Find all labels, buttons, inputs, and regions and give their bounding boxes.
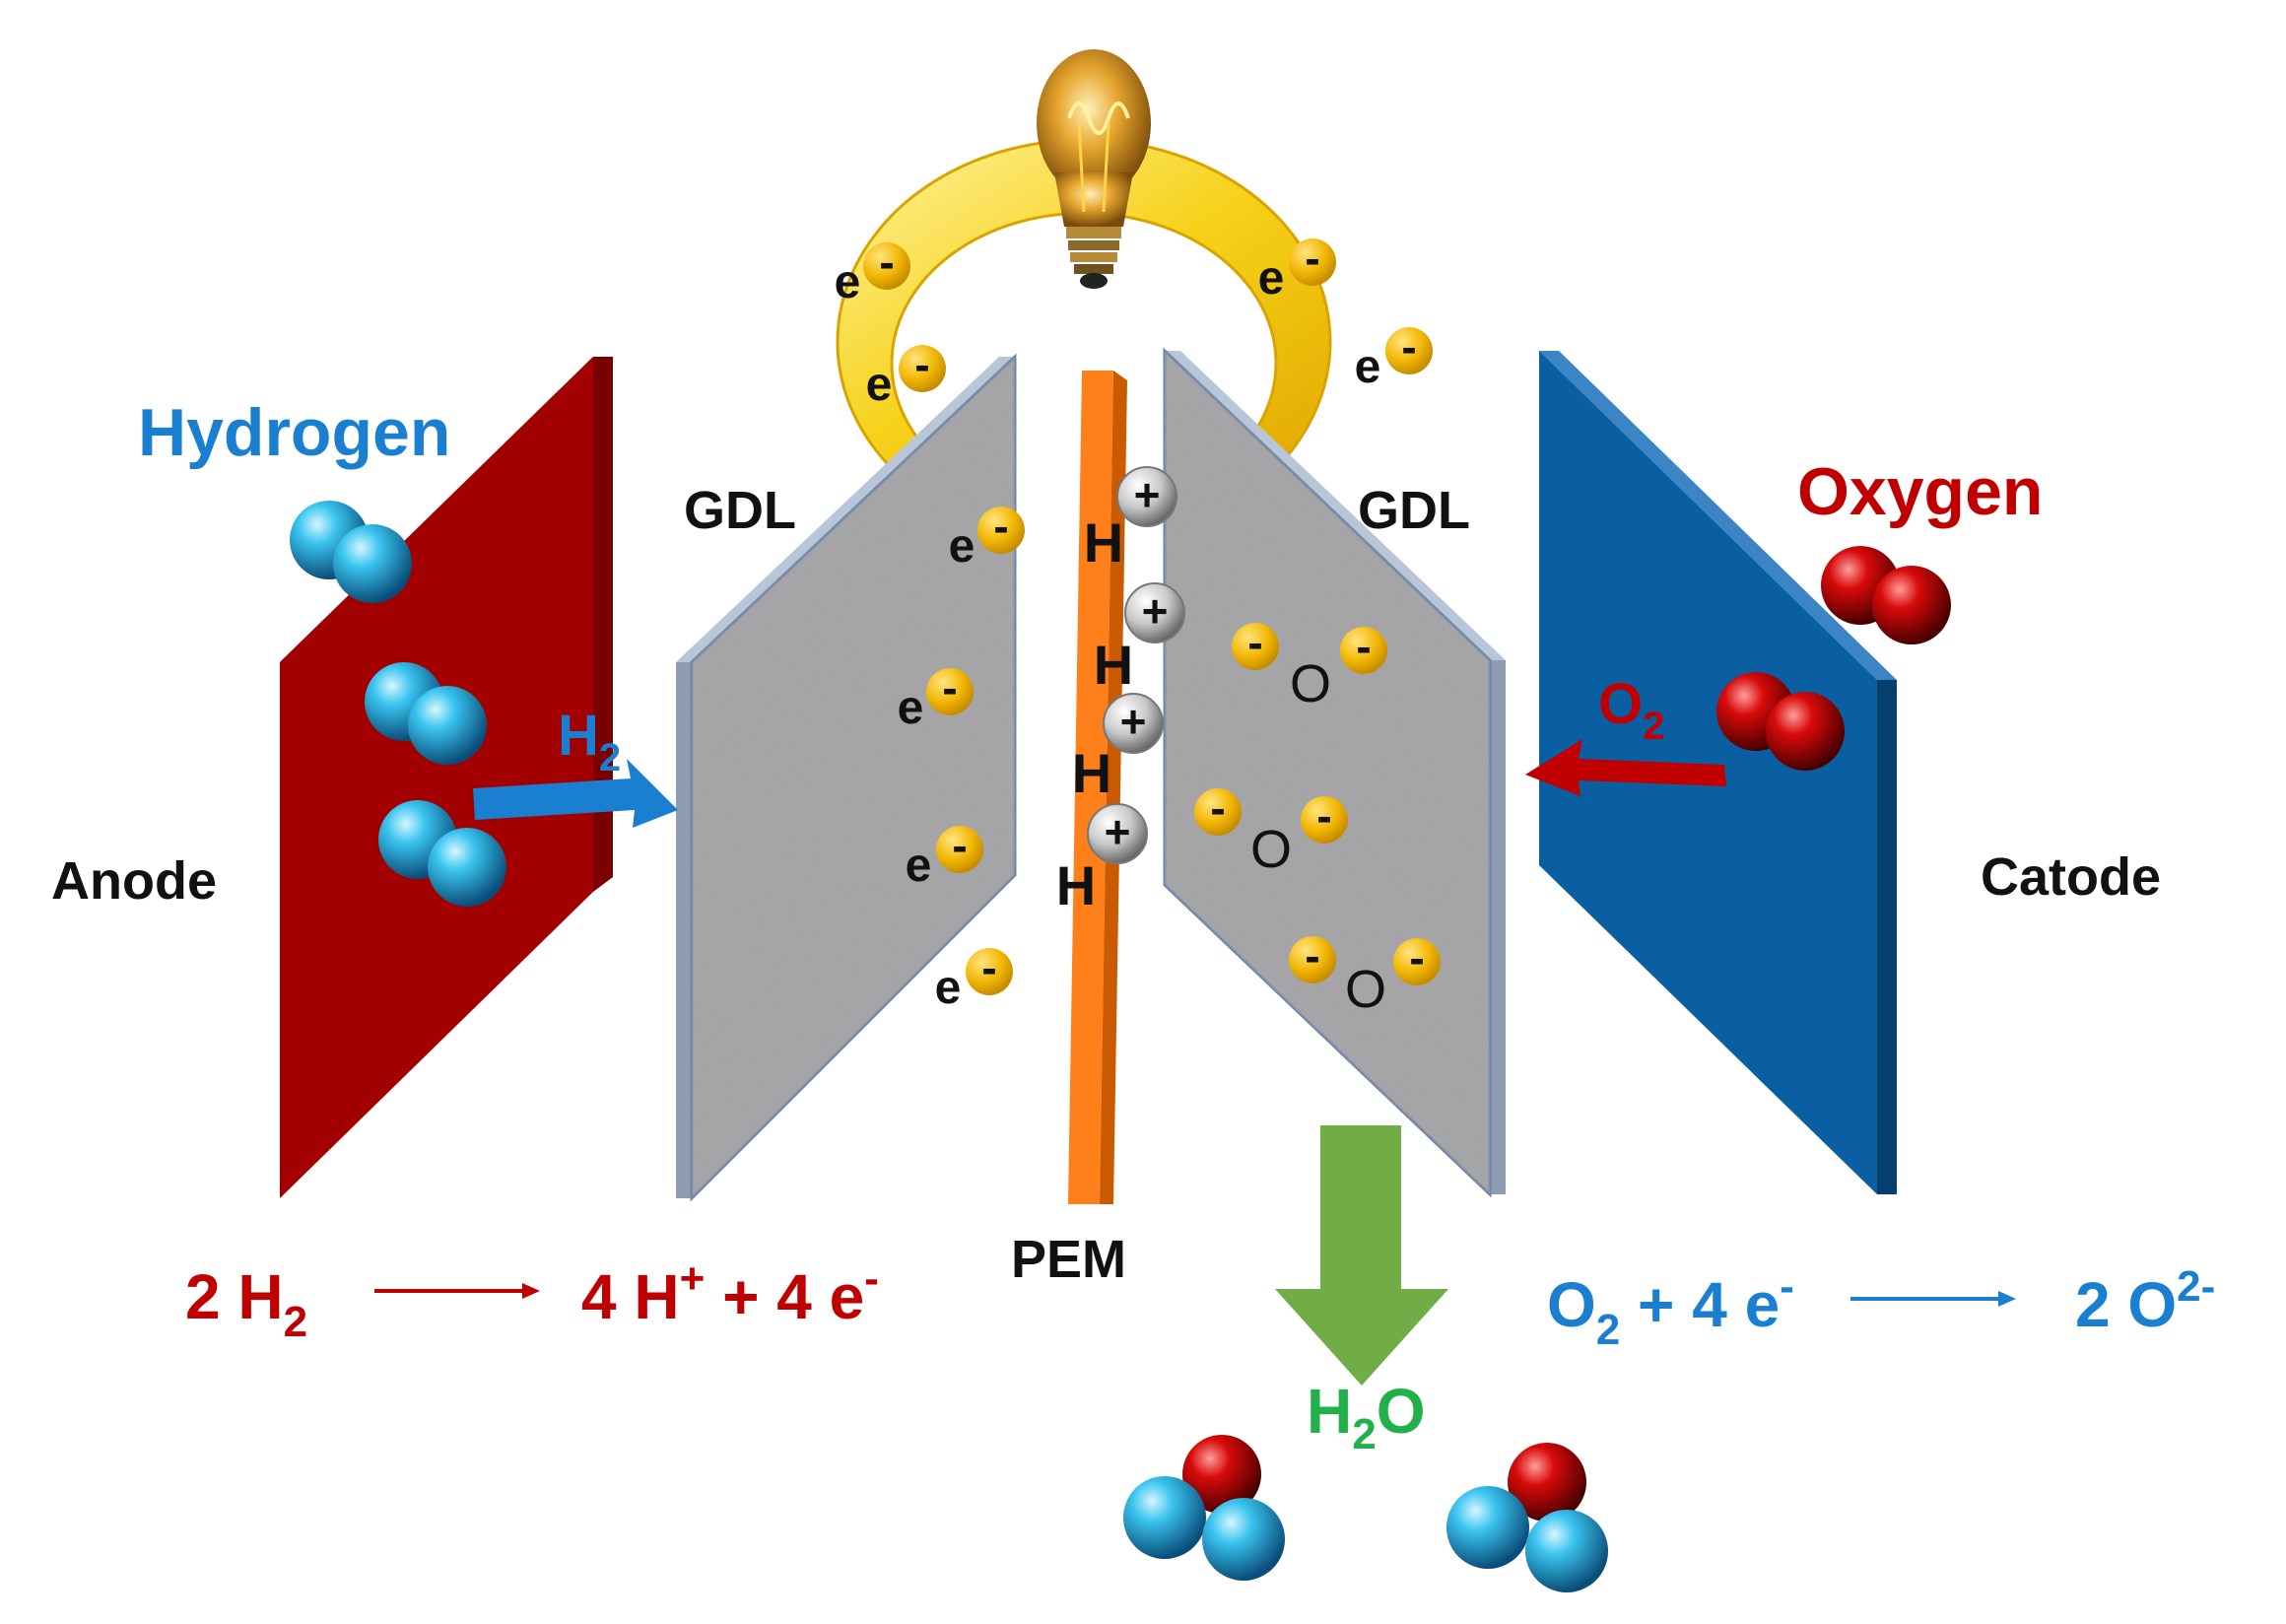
o2-flow-label: O2 [1598, 672, 1664, 748]
electron-2: - e [866, 339, 946, 411]
electron-8: - e [935, 942, 1013, 1014]
oxygen-molecule-2 [1716, 672, 1845, 771]
anode-equation-lhs: 2 H2 [185, 1261, 307, 1346]
electron-5: - e [949, 501, 1025, 573]
svg-text:-: - [1210, 782, 1225, 834]
oxide-ion-1: - - O [1232, 617, 1387, 713]
svg-text:-: - [1305, 233, 1319, 284]
water-arrow [1275, 1125, 1448, 1386]
electron-1: - e [835, 237, 910, 308]
svg-text:-: - [1356, 621, 1371, 672]
gdl-right-label: GDL [1358, 481, 1470, 540]
svg-text:e: e [906, 840, 932, 892]
svg-text:H: H [1056, 854, 1096, 916]
svg-text:-: - [1409, 932, 1424, 983]
proton-2: + H [1094, 582, 1185, 696]
h2-flow-arrow [473, 759, 678, 828]
h2-flow-label: H2 [558, 704, 621, 779]
cathode-equation-rhs: 2 O2- [2075, 1262, 2215, 1340]
svg-text:O: O [1250, 820, 1292, 879]
electron-6: - e [898, 662, 974, 734]
svg-text:H: H [1094, 634, 1133, 696]
external-circuit [836, 138, 1332, 465]
pem-label: PEM [1011, 1230, 1126, 1289]
gdl-right-layer [1163, 347, 1506, 1198]
svg-text:-: - [993, 501, 1008, 552]
svg-text:H: H [1084, 511, 1123, 574]
svg-text:e: e [1355, 341, 1381, 393]
hydrogen-molecule-1 [290, 501, 412, 603]
water-molecule-1 [1123, 1435, 1285, 1581]
svg-text:e: e [949, 520, 975, 573]
svg-text:e: e [1258, 252, 1285, 304]
anode-equation-rhs: 4 H+ + 4 e- [581, 1254, 879, 1332]
svg-text:O: O [1345, 960, 1386, 1019]
electron-7: - e [906, 820, 983, 892]
proton-1: + H [1084, 466, 1177, 574]
gdl-left-label: GDL [684, 481, 796, 540]
anode-label: Anode [51, 851, 217, 911]
hydrogen-label: Hydrogen [138, 395, 450, 470]
o2-flow-arrow [1525, 739, 1726, 796]
cathode-reaction-arrow [1850, 1291, 2016, 1307]
svg-text:+: + [1120, 696, 1147, 747]
svg-text:e: e [835, 256, 861, 308]
hydrogen-molecule-3 [378, 800, 506, 907]
svg-text:-: - [1401, 321, 1416, 372]
svg-text:O: O [1290, 654, 1331, 713]
svg-text:+: + [1105, 806, 1131, 857]
water-label: H2O [1307, 1376, 1425, 1458]
svg-text:-: - [914, 339, 929, 390]
catode-label: Catode [1981, 847, 2161, 907]
svg-text:-: - [1316, 790, 1331, 842]
pem-membrane [1068, 371, 1127, 1204]
svg-text:-: - [952, 820, 967, 871]
electron-3: - e [1258, 233, 1336, 304]
svg-text:-: - [1305, 930, 1319, 981]
oxygen-label: Oxygen [1797, 454, 2043, 529]
anode-reaction-arrow [374, 1283, 540, 1299]
svg-text:H: H [1072, 742, 1111, 804]
svg-text:-: - [1247, 617, 1262, 668]
hydrogen-molecule-2 [365, 662, 487, 765]
svg-text:-: - [942, 662, 957, 713]
oxide-ion-3: - - O [1289, 930, 1441, 1019]
svg-text:e: e [866, 359, 893, 411]
svg-text:e: e [898, 682, 924, 734]
oxide-ion-2: - - O [1194, 782, 1348, 879]
proton-3: + H [1072, 693, 1164, 804]
electron-4: - e [1355, 321, 1433, 393]
svg-text:-: - [981, 942, 996, 993]
oxygen-molecule-1 [1821, 546, 1951, 644]
svg-text:-: - [879, 237, 894, 288]
cathode-equation-lhs: O2 + 4 e- [1547, 1262, 1794, 1354]
svg-text:e: e [935, 962, 962, 1014]
water-molecule-2 [1446, 1443, 1608, 1592]
proton-4: + H [1056, 803, 1148, 916]
light-bulb-icon [1037, 49, 1151, 289]
svg-text:+: + [1142, 585, 1169, 637]
gdl-left-layer [676, 353, 1017, 1202]
anode-plate [280, 357, 613, 1198]
svg-text:+: + [1134, 469, 1161, 520]
